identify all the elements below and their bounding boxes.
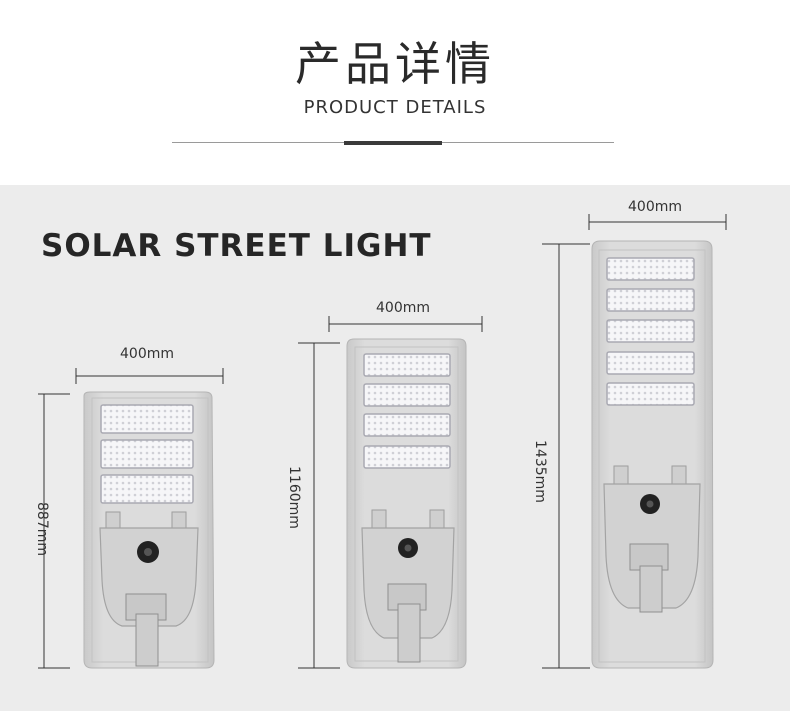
light-3-width-label: 400mm: [628, 199, 682, 215]
led-module: [100, 404, 194, 434]
led-module: [606, 288, 695, 312]
product-title: SOLAR STREET LIGHT: [41, 228, 432, 264]
page-title-chinese: 产品详情: [295, 37, 495, 91]
led-module: [363, 383, 451, 407]
dimension-lines: [38, 214, 727, 669]
light-1-width-label: 400mm: [120, 346, 174, 362]
header-section: [0, 0, 790, 185]
led-module: [100, 474, 194, 504]
solar-street-light-small: [83, 391, 215, 669]
led-module: [100, 439, 194, 469]
title-divider-accent: [344, 141, 442, 145]
page-title-english: PRODUCT DETAILS: [303, 97, 487, 118]
led-module: [606, 382, 695, 406]
led-module: [363, 413, 451, 437]
led-module: [363, 353, 451, 377]
led-module: [606, 319, 695, 343]
light-2-width-label: 400mm: [376, 300, 430, 316]
led-module: [606, 351, 695, 375]
led-module: [363, 445, 451, 469]
solar-street-light-medium: [346, 338, 467, 669]
led-module: [606, 257, 695, 281]
solar-street-light-large: [591, 240, 714, 669]
